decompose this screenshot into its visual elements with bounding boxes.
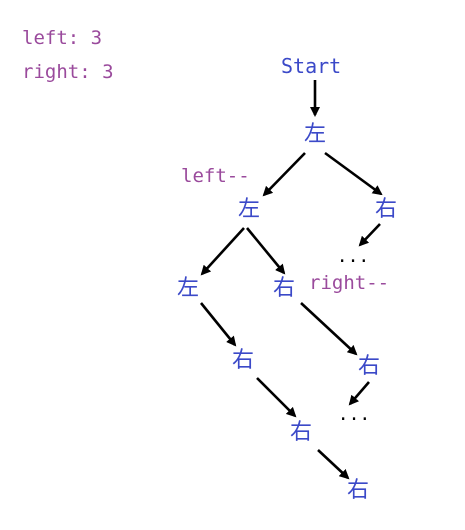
left-decrement-label: left-- [181, 165, 250, 187]
node-lr-r: 右 [358, 354, 380, 379]
node-lr-ellipsis: ... [338, 404, 371, 425]
edge-llr-llrr [256, 377, 297, 418]
edge-llrr-llrrr [317, 449, 350, 480]
node-left: 左 [238, 197, 260, 222]
edge-right-ellipsis [358, 223, 381, 247]
edge-left-ll [200, 227, 245, 276]
edge-lrr-ellipsis [348, 381, 370, 406]
node-right-ellipsis: ... [337, 246, 370, 267]
node-ll-r: 右 [232, 348, 254, 373]
node-ll-rrr: 右 [347, 478, 369, 503]
start-label: Start [281, 54, 341, 78]
edge-ll-llr [199, 302, 237, 347]
right-decrement-label: right-- [309, 272, 389, 294]
edge-lr-lrr [300, 302, 358, 356]
node-root: 左 [304, 122, 326, 147]
node-ll: 左 [177, 276, 199, 301]
edge-left-lr [245, 227, 286, 275]
node-ll-rr: 右 [290, 420, 312, 445]
edge-root-left [262, 152, 306, 197]
node-right: 右 [375, 197, 397, 222]
edge-root-right [324, 151, 383, 196]
right-counter: right: 3 [22, 61, 114, 83]
node-lr: 右 [273, 276, 295, 301]
left-counter: left: 3 [22, 27, 102, 49]
